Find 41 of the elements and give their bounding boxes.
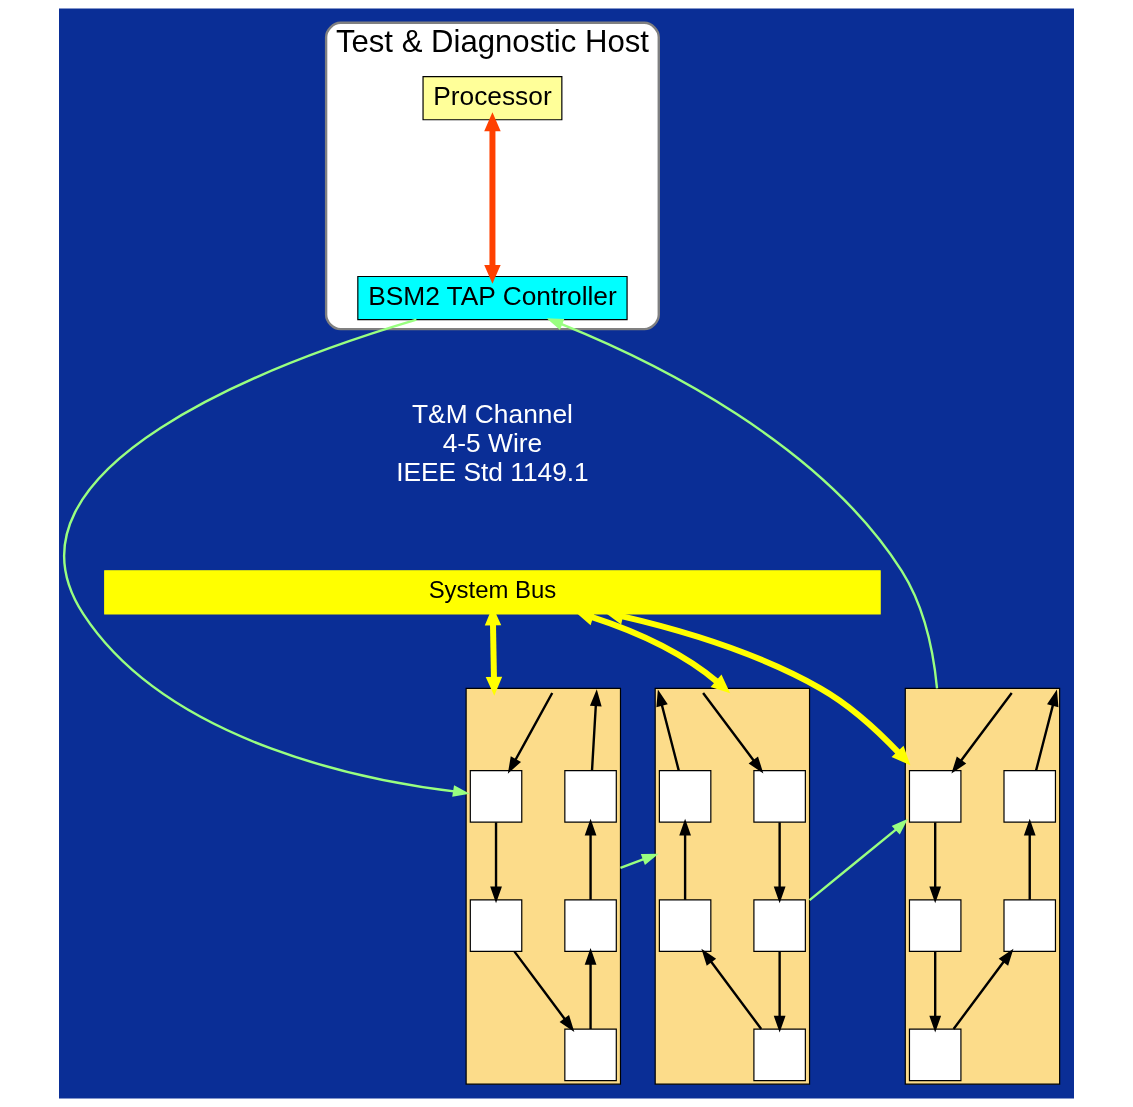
- arrow: [929, 822, 942, 904]
- label: T&M Channel: [412, 399, 573, 430]
- node-box: [658, 899, 712, 952]
- node-box: [469, 899, 523, 952]
- node-box: [753, 770, 806, 823]
- node-box: System Bus: [104, 570, 881, 615]
- node-box: [908, 770, 962, 823]
- label: IEEE Std 1149.1: [396, 456, 589, 487]
- arrow: [584, 948, 597, 1029]
- arrow: [808, 818, 908, 901]
- arrow: [679, 818, 691, 900]
- arrow: [773, 822, 786, 904]
- arrow: [620, 853, 659, 870]
- arrow: [702, 692, 764, 774]
- node-box: [1003, 899, 1057, 952]
- node-box: [908, 899, 962, 952]
- arrow: [513, 950, 575, 1032]
- node-box: [908, 1028, 962, 1082]
- arrow: [773, 951, 786, 1033]
- arrow: [952, 948, 1014, 1030]
- node-box: [658, 770, 712, 823]
- node-box: [1003, 770, 1057, 823]
- node-box: [753, 899, 806, 952]
- arrow: [64, 318, 470, 797]
- node-box: [564, 899, 617, 952]
- arrow: [507, 692, 554, 774]
- label: 4-5 Wire: [442, 427, 543, 458]
- arrow: [546, 318, 939, 689]
- arrow: [584, 818, 597, 900]
- node-box: [753, 1028, 806, 1082]
- node-box: BSM2 TAP Controller: [357, 275, 628, 321]
- arrow: [951, 692, 1013, 774]
- node-box: [469, 770, 523, 823]
- arrow: [1023, 818, 1036, 900]
- arrow: [929, 951, 942, 1033]
- arrow: [484, 112, 501, 284]
- node-box: [564, 1028, 617, 1082]
- node-box: [564, 770, 617, 823]
- arrow: [701, 948, 763, 1030]
- node-box: Processor: [422, 76, 563, 121]
- arrow: [490, 822, 502, 904]
